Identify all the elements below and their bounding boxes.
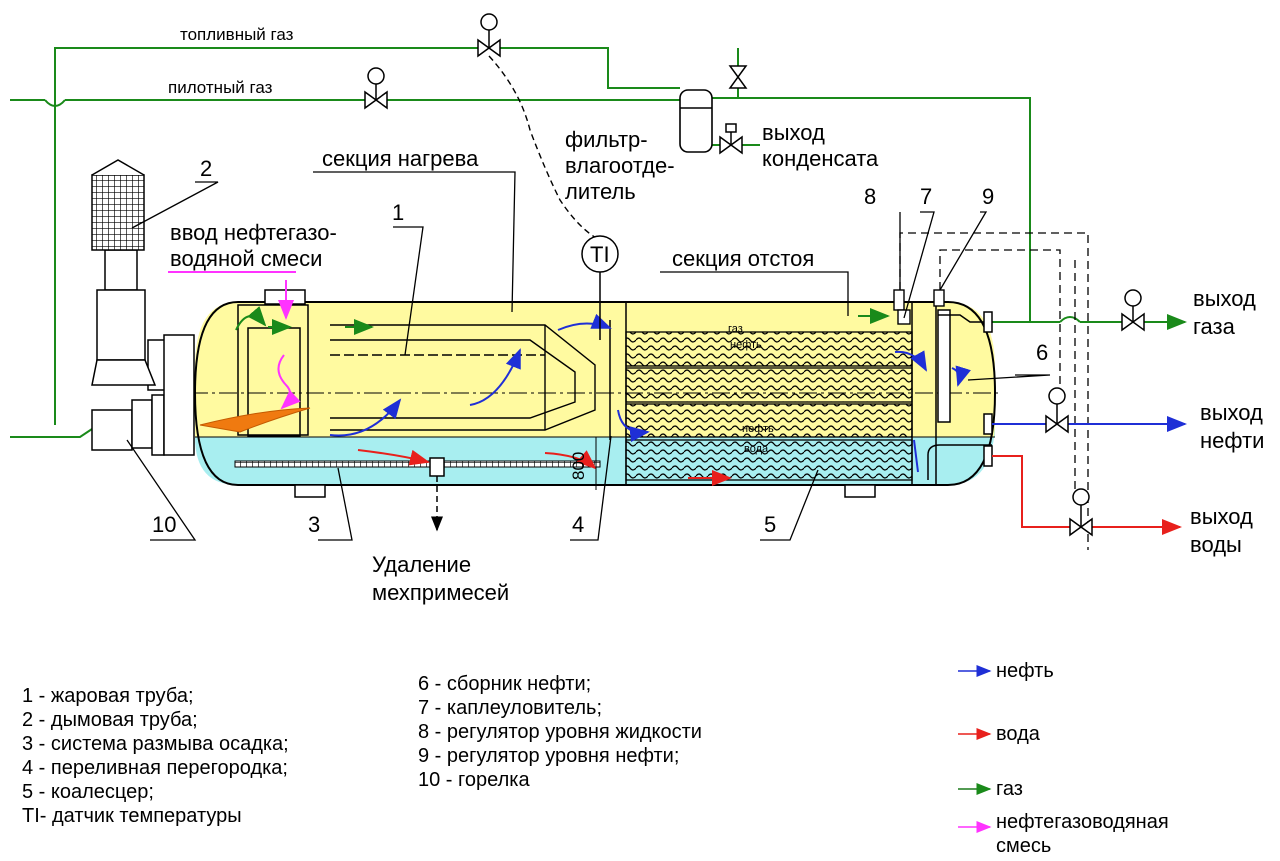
legend-item-1: 1 - жаровая труба;: [22, 685, 194, 707]
callout-10: 10: [152, 512, 176, 537]
component-legend: 1 - жаровая труба; 2 - дымовая труба; 3 …: [22, 673, 702, 827]
removal-label-1: Удаление: [372, 552, 471, 577]
flow-legend-water: вода: [996, 723, 1041, 745]
legend-item-9: 9 - регулятор уровня нефти;: [418, 745, 679, 767]
gas-out-label-1: выход: [1193, 286, 1256, 311]
svg-text:800: 800: [569, 452, 588, 480]
oil-collector: [927, 309, 993, 480]
flow-legend-gas: газ: [996, 778, 1023, 800]
settling-section-label: секция отстоя: [672, 246, 814, 271]
legend-item-6: 6 - сборник нефти;: [418, 673, 591, 695]
callout-2: 2: [200, 156, 212, 181]
flow-legend-mix-2: смесь: [996, 835, 1051, 857]
filter-separator: [679, 89, 713, 153]
burner-assembly: [91, 334, 195, 456]
callout-numbers: 1 2 3 4 5 6 7 8 9 10: [152, 156, 1048, 537]
burner-flame: [199, 407, 311, 433]
inner-water-label: вода: [744, 443, 769, 455]
flow-legend-oil: нефть: [996, 660, 1054, 682]
filter-label-3: литель: [565, 179, 636, 204]
water-out-label-1: выход: [1190, 504, 1253, 529]
vent-valve: [728, 65, 748, 89]
gas-out-label-2: газа: [1193, 314, 1236, 339]
callout-6: 6: [1036, 340, 1048, 365]
inner-oil-label-2: нефть: [742, 423, 774, 435]
input-label-1: ввод нефтегазо-: [170, 220, 337, 245]
callout-9: 9: [982, 184, 994, 209]
legend-item-10: 10 - горелка: [418, 769, 530, 791]
inner-flow-arrows: [168, 271, 971, 486]
condensate-label-2: конденсата: [762, 146, 879, 171]
coalescer: [625, 331, 913, 481]
oil-outlet: [992, 387, 1187, 434]
heating-section-label: секция нагрева: [322, 146, 479, 171]
pilot-gas-valve: [364, 67, 388, 110]
condensate-label-1: выход: [762, 120, 825, 145]
legend-item-4: 4 - переливная перегородка;: [22, 757, 288, 779]
oil-out-label-1: выход: [1200, 400, 1263, 425]
pilot-gas-label: пилотный газ: [168, 78, 273, 97]
input-label-2: водяной смеси: [170, 246, 322, 271]
water-outlet: [992, 455, 1182, 537]
callout-8: 8: [864, 184, 876, 209]
inner-gas-label: газ: [728, 323, 743, 335]
legend-item-7: 7 - каплеуловитель;: [418, 697, 602, 719]
ti-label: TI: [590, 242, 610, 267]
gas-outlet-valve: [1121, 289, 1145, 332]
chimney: [91, 159, 157, 386]
legend-item-3: 3 - система размыва осадка;: [22, 733, 289, 755]
diagram-labels: топливный газ пилотный газ фильтр- влаго…: [168, 25, 1264, 605]
legend-item-2: 2 - дымовая труба;: [22, 709, 198, 731]
callout-leaders: [126, 171, 1051, 541]
ti-sensor: TI: [581, 235, 619, 340]
oil-out-label-2: нефти: [1200, 428, 1264, 453]
water-out-label-2: воды: [1190, 532, 1242, 557]
filter-label-2: влагоотде-: [565, 153, 675, 178]
legend-item-5: 5 - коалесцер;: [22, 781, 154, 803]
fuel-gas-label: топливный газ: [180, 25, 294, 44]
flow-legend-mix-1: нефтегазоводяная: [996, 811, 1169, 833]
fuel-gas-valve: [477, 13, 501, 58]
removal-label-2: мехпримесей: [372, 580, 509, 605]
callout-5: 5: [764, 512, 776, 537]
filter-label-1: фильтр-: [565, 127, 648, 152]
callout-7: 7: [920, 184, 932, 209]
flow-legend: нефть вода газ нефтегазоводяная смесь: [958, 660, 1169, 857]
legend-item-ti: TI- датчик температуры: [22, 805, 242, 827]
legend-item-8: 8 - регулятор уровня жидкости: [418, 721, 702, 743]
condensate-valve: [719, 123, 743, 155]
dim-800: 800: [569, 437, 597, 490]
callout-4: 4: [572, 512, 584, 537]
inner-oil-label-1: нефть: [730, 339, 762, 351]
callout-1: 1: [392, 200, 404, 225]
fire-tube: [330, 324, 596, 431]
callout-3: 3: [308, 512, 320, 537]
